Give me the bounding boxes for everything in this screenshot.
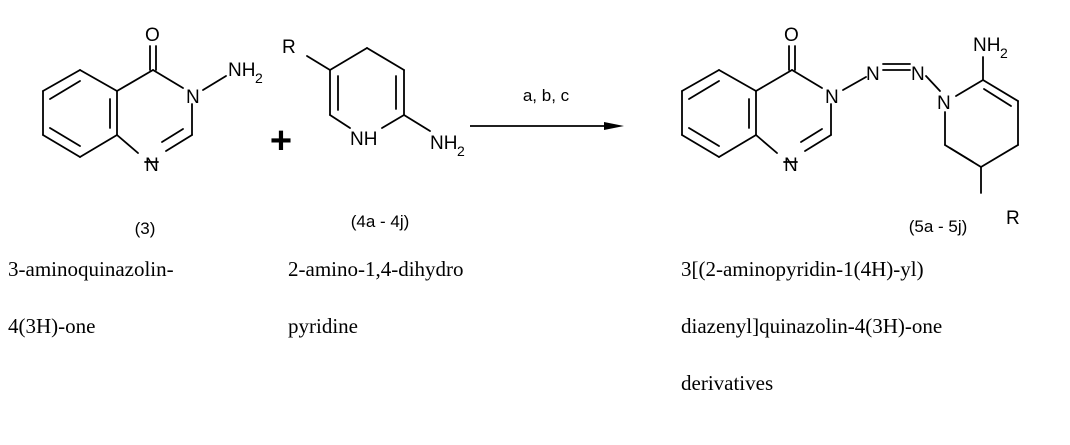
atom-N-azo-2: N [911, 64, 925, 85]
reactant-2-label: (4a - 4j) [351, 212, 410, 231]
atom-N3: N [825, 87, 839, 108]
atom-NH2: NH [430, 133, 457, 154]
atom-N-pyridine: N [937, 93, 951, 114]
reaction-arrow [470, 122, 624, 130]
product-name-line-2: diazenyl]quinazolin-4(3H)-one [681, 314, 943, 338]
atom-N1: N [784, 155, 798, 176]
atom-N-azo-1: N [866, 64, 880, 85]
atom-R: R [282, 37, 296, 58]
plus-sign: + [270, 120, 292, 162]
reactant-1-name-line-1: 3-aminoquinazolin- [8, 257, 174, 281]
reactant-2-name-line-2: pyridine [288, 314, 358, 338]
atom-O: O [145, 25, 160, 46]
atom-N1: N [145, 155, 159, 176]
atom-NH-ring: NH [350, 129, 377, 150]
atom-O: O [784, 25, 799, 46]
reactant-2-structure [306, 47, 431, 132]
atom-R: R [1006, 208, 1020, 229]
reactant-1-label: (3) [135, 219, 156, 238]
reactant-1-structure [42, 45, 227, 163]
product-label: (5a - 5j) [909, 217, 968, 236]
product-structure [681, 45, 1019, 194]
reaction-conditions: a, b, c [523, 86, 570, 105]
atom-NH2-subscript: 2 [1000, 45, 1008, 61]
product-name-line-3: derivatives [681, 371, 774, 395]
reactant-2-name-line-1: 2-amino-1,4-dihydro [288, 257, 464, 281]
atom-NH2-subscript: 2 [255, 70, 263, 86]
reactant-1-name-line-2: 4(3H)-one [8, 314, 96, 338]
atom-NH2: NH [228, 60, 255, 81]
product-name-line-1: 3[(2-aminopyridin-1(4H)-yl) [681, 257, 924, 281]
atom-N3: N [186, 87, 200, 108]
atom-NH2: NH [973, 35, 1000, 56]
atom-NH2-subscript: 2 [457, 143, 465, 159]
